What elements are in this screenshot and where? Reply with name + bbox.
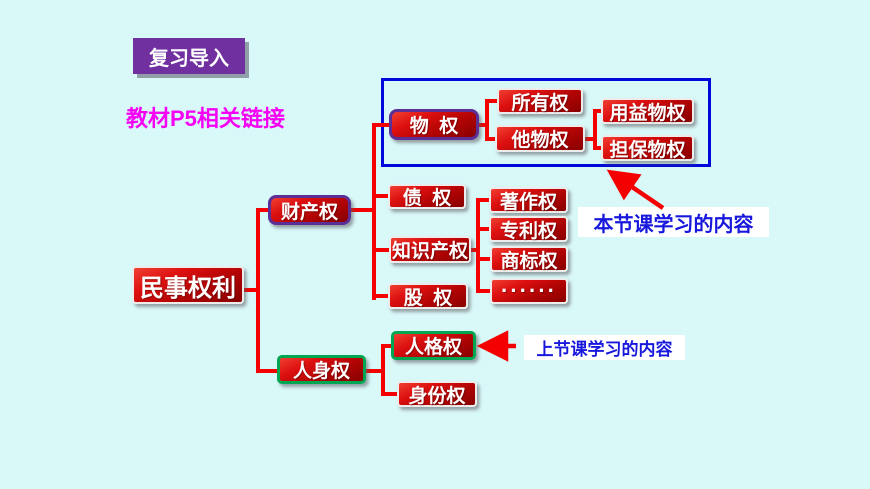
connector-line xyxy=(256,208,271,212)
node-real-right: 物 权 xyxy=(389,109,479,140)
connector-line xyxy=(485,99,489,141)
connector-line xyxy=(478,227,491,231)
connector-line xyxy=(374,248,391,252)
current-lesson-highlight-box xyxy=(381,78,711,167)
connector-line xyxy=(478,289,492,293)
connector-line xyxy=(256,208,260,373)
node-equity: 股 权 xyxy=(388,283,468,309)
node-personal-rights: 人身权 xyxy=(277,355,366,384)
previous-lesson-note: 上节课学习的内容 xyxy=(524,335,685,360)
node-identity-rights: 身份权 xyxy=(397,381,477,407)
connector-line xyxy=(476,198,480,293)
node-other-real-right: 他物权 xyxy=(495,125,585,152)
node-ownership: 所有权 xyxy=(497,88,583,114)
connector-line xyxy=(593,109,597,150)
connector-line xyxy=(477,123,487,127)
connector-line xyxy=(583,137,595,141)
node-security-right: 担保物权 xyxy=(601,135,694,161)
connector-line xyxy=(478,198,491,202)
node-civil-rights: 民事权利 xyxy=(132,266,244,304)
connector-line xyxy=(383,392,399,396)
connector-line xyxy=(374,194,390,198)
connector-line xyxy=(241,288,259,292)
review-intro-badge: 复习导入 xyxy=(133,38,245,74)
node-usufruct-right: 用益物权 xyxy=(601,98,694,124)
textbook-link-subtitle: 教材P5相关链接 xyxy=(126,106,285,131)
connector-line xyxy=(374,294,390,298)
connector-line xyxy=(469,248,478,252)
connector-line xyxy=(595,146,603,150)
node-property-rights: 财产权 xyxy=(268,195,351,225)
connector-line xyxy=(349,208,376,212)
connector-line xyxy=(372,123,376,300)
connector-line xyxy=(364,369,383,373)
connector-line xyxy=(383,344,393,348)
connector-line xyxy=(478,257,492,261)
current-lesson-note: 本节课学习的内容 xyxy=(578,207,769,237)
connector-line xyxy=(381,344,385,396)
connector-line xyxy=(487,99,499,103)
node-intellectual-property: 知识产权 xyxy=(389,236,471,263)
node-copyright: 著作权 xyxy=(489,187,568,213)
connector-line xyxy=(256,369,280,373)
arrow-to-highlight-box xyxy=(606,169,665,210)
node-patent: 专利权 xyxy=(489,216,568,242)
node-debt-right: 债 权 xyxy=(388,184,466,209)
node-ellipsis: ······ xyxy=(490,278,568,304)
node-personality-rights: 人格权 xyxy=(391,331,476,360)
node-trademark: 商标权 xyxy=(490,246,568,272)
connector-line xyxy=(487,137,497,141)
connector-line xyxy=(595,109,603,113)
connector-line xyxy=(374,123,391,127)
